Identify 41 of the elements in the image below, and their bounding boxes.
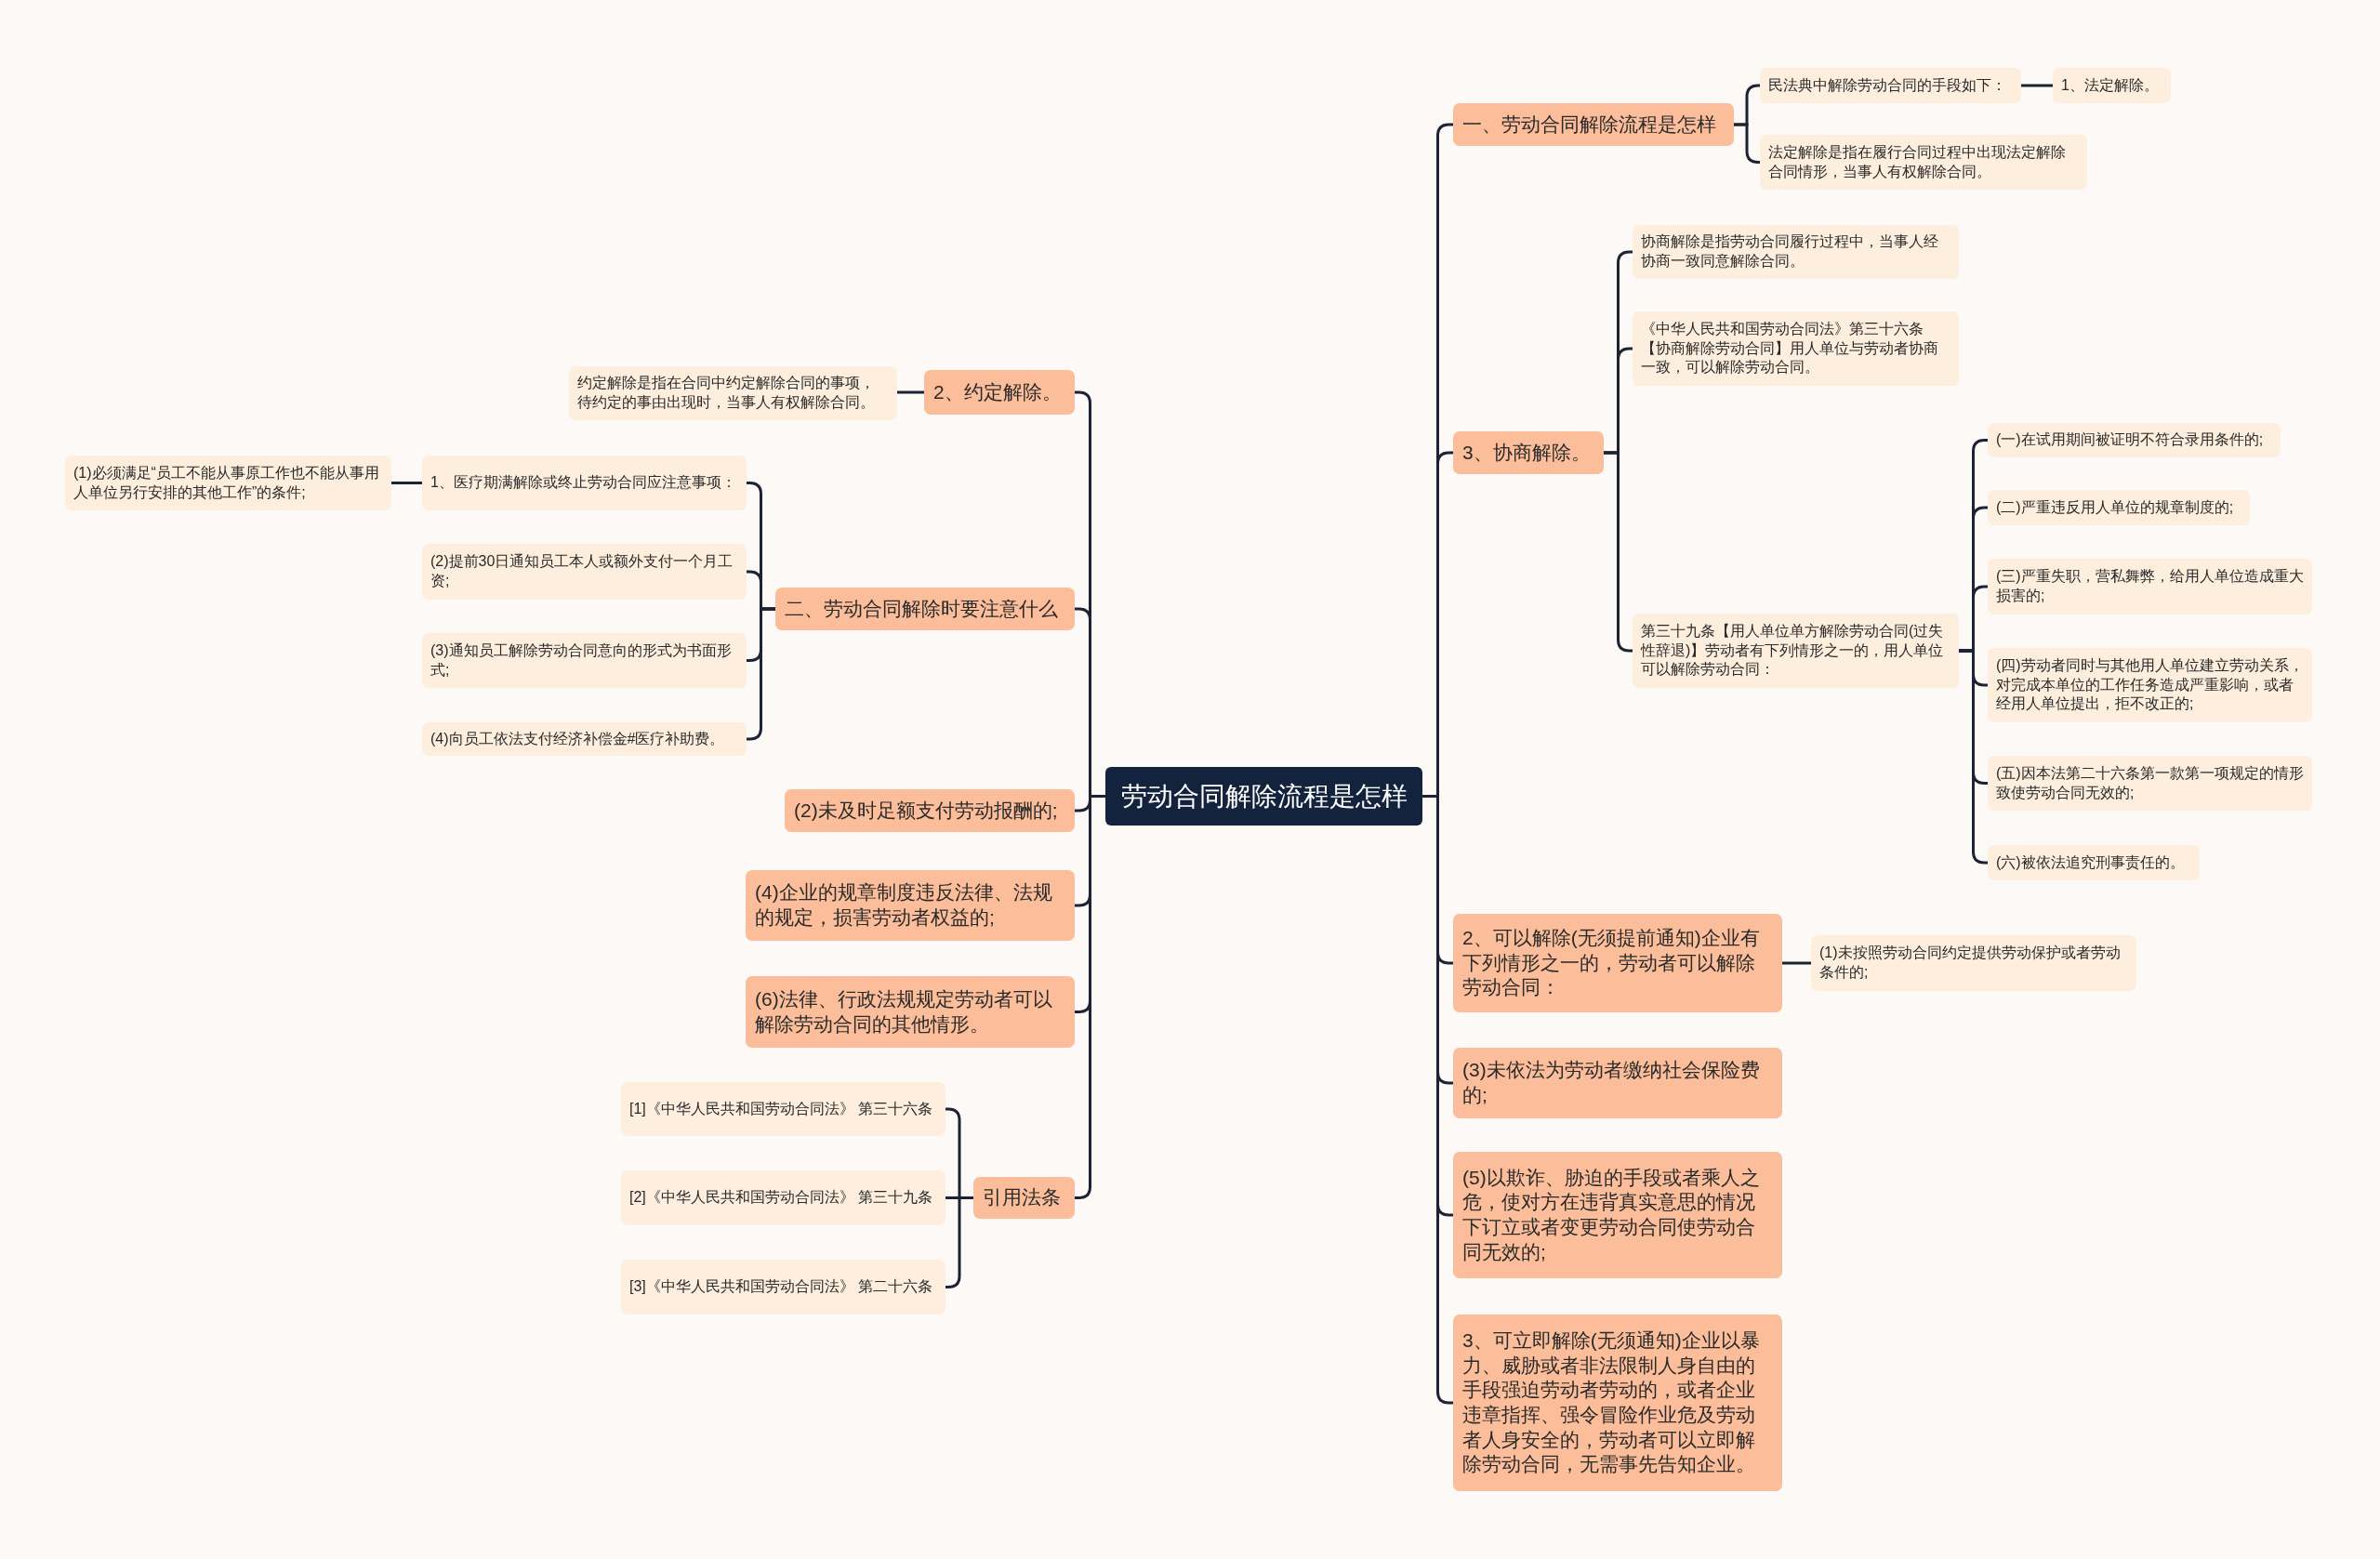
connector-line <box>897 390 924 394</box>
note-box: (三)严重失职，营私舞弊，给用人单位造成重大损害的; <box>1988 559 2312 614</box>
connector-line <box>2021 84 2053 87</box>
topic-box: (6)法律、行政法规规定劳动者可以解除劳动合同的其他情形。 <box>746 976 1075 1048</box>
topic-box: 2、约定解除。 <box>924 370 1075 415</box>
note-box: 《中华人民共和国劳动合同法》第三十六条【协商解除劳动合同】用人单位与劳动者协商一致，可以解除劳动合同。 <box>1633 311 1959 386</box>
connector-line <box>1782 961 1811 965</box>
note-box: (1)必须满足“员工不能从事原工作也不能从事用人单位另行安排的其他工作”的条件; <box>65 456 391 510</box>
topic-box: (3)未依法为劳动者缴纳社会保险费的; <box>1453 1048 1782 1118</box>
topic-box: 二、劳动合同解除时要注意什么 <box>775 588 1075 630</box>
topic-box: 3、协商解除。 <box>1453 431 1604 474</box>
note-box: 民法典中解除劳动合同的手段如下： <box>1760 68 2021 103</box>
note-box: [1]《中华人民共和国劳动合同法》 第三十六条 <box>621 1082 945 1136</box>
note-box: (2)提前30日通知员工本人或额外支付一个月工资; <box>422 544 747 600</box>
note-box: 协商解除是指劳动合同履行过程中，当事人经协商一致同意解除合同。 <box>1633 225 1959 279</box>
topic-box: (2)未及时足额支付劳动报酬的; <box>785 789 1075 832</box>
connector-line <box>1075 795 1105 1199</box>
note-box: (六)被依法追究刑事责任的。 <box>1988 845 2200 880</box>
topic-box: (5)以欺诈、胁迫的手段或者乘人之危，使对方在违背真实意思的情况下订立或者变更劳动合同使劳动合同无效的; <box>1453 1152 1782 1278</box>
note-box: (一)在试用期间被证明不符合录用条件的; <box>1988 423 2281 457</box>
note-box: 法定解除是指在履行合同过程中出现法定解除合同情形，当事人有权解除合同。 <box>1760 135 2087 190</box>
note-box: (二)严重违反用人单位的规章制度的; <box>1988 490 2250 525</box>
note-box: (四)劳动者同时与其他用人单位建立劳动关系，对完成本单位的工作任务造成严重影响，或者经用人单位提出，拒不改正的; <box>1988 648 2312 722</box>
connector-line <box>391 482 422 484</box>
topic-box: 2、可以解除(无须提前通知)企业有下列情形之一的，劳动者可以解除劳动合同： <box>1453 914 1782 1012</box>
note-box: [3]《中华人民共和国劳动合同法》 第二十六条 <box>621 1260 945 1315</box>
note-box: 约定解除是指在合同中约定解除合同的事项，待约定的事由出现时，当事人有权解除合同。 <box>569 366 897 420</box>
topic-box: 一、劳动合同解除流程是怎样 <box>1453 103 1734 146</box>
topic-box: 引用法条 <box>973 1177 1075 1219</box>
note-box: 1、法定解除。 <box>2053 68 2171 103</box>
connector-line <box>1734 123 1761 164</box>
topic-box: 3、可立即解除(无须通知)企业以暴力、威胁或者非法限制人身自由的手段强迫劳动者劳动的，或者企业违章指挥、强令冒险作业危及劳动者人身安全的，劳动者可以立即解除劳动合同，无需事先告知企业。 <box>1453 1315 1782 1491</box>
note-box: (五)因本法第二十六条第一款第一项规定的情形致使劳动合同无效的; <box>1988 756 2312 811</box>
note-box: 1、医疗期满解除或终止劳动合同应注意事项： <box>422 456 747 510</box>
central-topic-box: 劳动合同解除流程是怎样 <box>1105 767 1422 826</box>
note-box: [2]《中华人民共和国劳动合同法》 第三十九条 <box>621 1170 945 1225</box>
note-box: (1)未按照劳动合同约定提供劳动保护或者劳动条件的; <box>1811 935 2136 991</box>
topic-box: (4)企业的规章制度违反法律、法规的规定，损害劳动者权益的; <box>746 870 1075 941</box>
note-box: (4)向员工依法支付经济补偿金#医疗补助费。 <box>422 722 747 756</box>
note-box: 第三十九条【用人单位单方解除劳动合同(过失性辞退)】劳动者有下列情形之一的，用人单位可以解除劳动合同： <box>1633 614 1959 688</box>
note-box: (3)通知员工解除劳动合同意向的形式为书面形式; <box>422 633 747 688</box>
